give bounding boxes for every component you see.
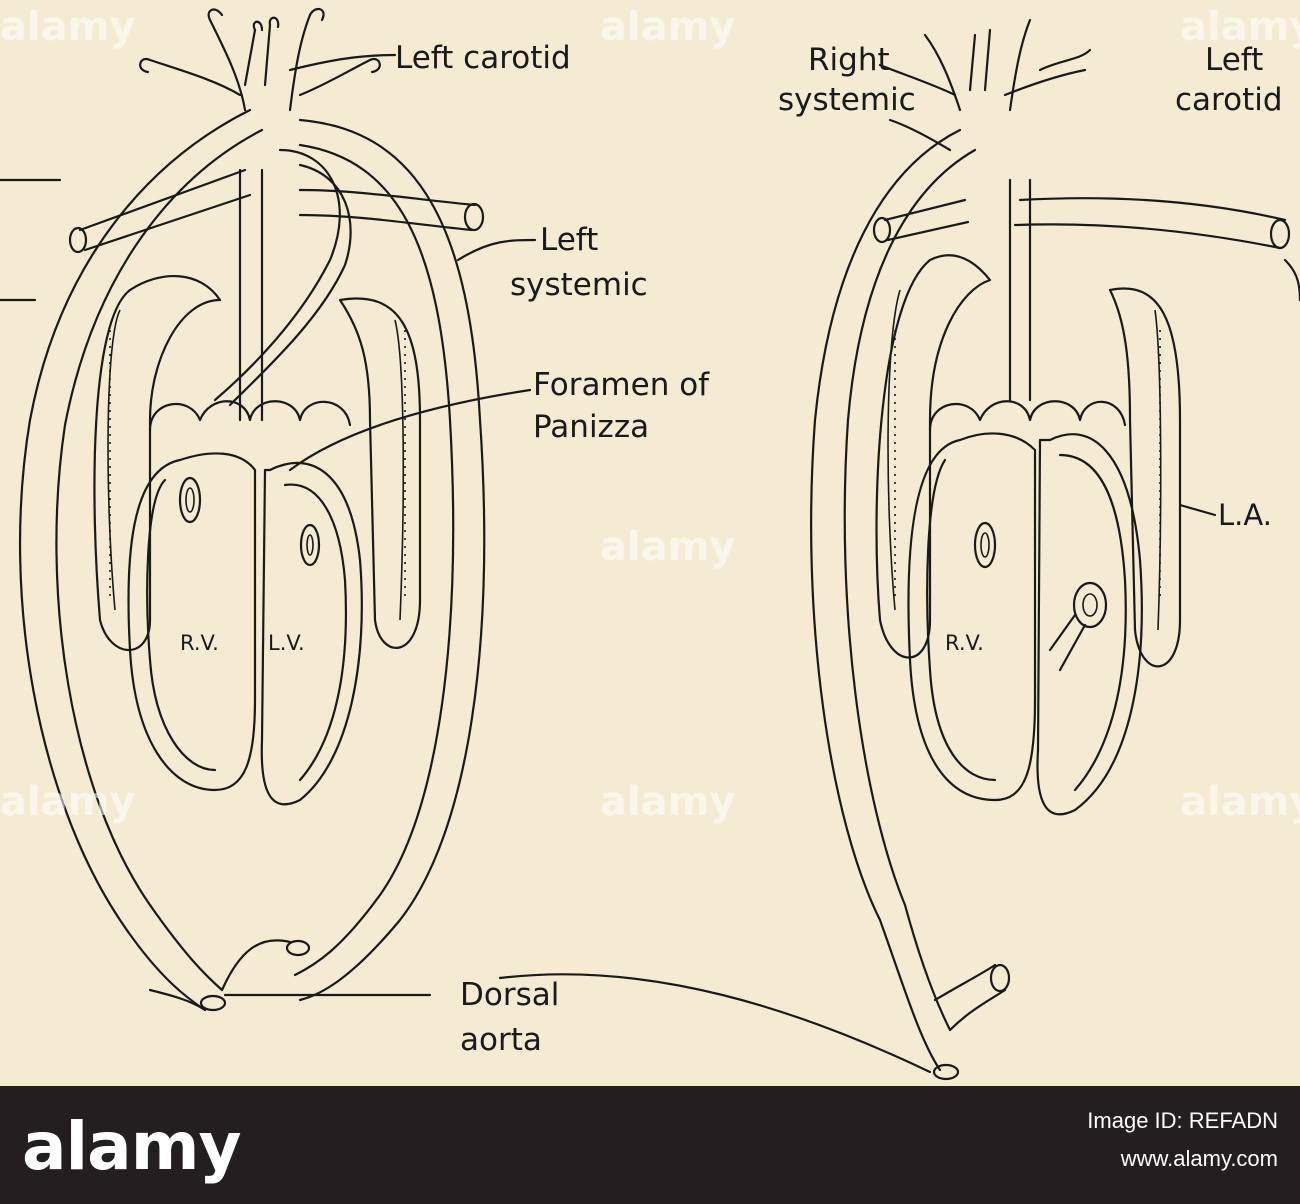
right-ventricle-a [127,452,257,792]
label-right-systemic-line2: systemic [778,82,916,118]
pulmonary-artery-a-right [298,188,477,232]
dorsal-aorta-stub-a [199,994,227,1012]
watermark-text: alamy [1180,4,1300,50]
diagram-canvas: Left carotid Left systemic Foramen of Pa… [0,4,1300,1081]
label-la-b: L.A. [1218,498,1272,532]
label-left-systemic-line1: Left [540,222,598,258]
valve-a-2 [299,523,321,567]
heart-diagram-figure: Left carotid Left systemic Foramen of Pa… [0,4,1300,1081]
right-ventricle-b [907,432,1037,802]
foramen-leader [288,388,532,472]
valve-b-1 [973,521,997,569]
dorsal-aorta-stub-b [932,1063,960,1081]
label-foramen-line2: Panizza [533,409,649,445]
label-right-systemic-line1: Right [808,42,890,78]
right-arch-inner [293,143,455,977]
watermark-text: alamy [1180,779,1300,825]
left-systemic-arch-inner [55,128,264,992]
pulmonary-artery-a-left [78,168,252,252]
right-atrium-a [93,274,222,652]
label-dorsal-line1: Dorsal [460,977,559,1013]
carotid-trunk-a [208,13,312,112]
right-atrium-b [875,254,992,659]
right-arch-outer [298,118,486,1002]
right-systemic-arch-inner [843,148,977,1032]
left-atrium-b [1108,287,1182,668]
watermark-text: alamy [0,4,135,50]
valve-b-2 [1072,581,1108,629]
watermark-text: alamy [600,4,735,50]
watermark-text: alamy [600,779,735,825]
image-id-block: Image ID: REFADN www.alamy.com [1087,1102,1278,1178]
image-id-label: Image ID: REFADN [1087,1108,1278,1133]
label-foramen-line1: Foramen of [533,367,710,403]
label-lv-a: L.V. [268,631,305,655]
site-url: www.alamy.com [1120,1146,1278,1171]
label-rv-b: R.V. [945,631,984,655]
alamy-logo: alamy [22,1108,241,1185]
label-left-carotid-b-line1: Left [1205,42,1263,78]
heart-b [498,18,1300,1081]
watermark-text: alamy [0,779,135,825]
label-left-systemic-line2: systemic [510,267,648,303]
left-atrium-a [338,297,422,649]
left-ventricle-a [260,461,363,806]
left-ventricle-b [1036,433,1143,816]
stock-footer-bar: alamy Image ID: REFADN www.alamy.com [0,1086,1300,1204]
pulmonary-artery-b-left [883,198,970,242]
heart-a [0,7,537,1012]
valve-a-1 [178,476,202,524]
pulmonary-artery-b-right [1013,197,1287,250]
label-left-carotid-b-line2: carotid [1175,82,1283,118]
left-systemic-arch-outer [18,108,252,1012]
label-rv-a: R.V. [180,631,219,655]
label-left-carotid-a: Left carotid [395,40,571,76]
right-systemic-arch-outer [810,128,962,1072]
label-dorsal-line2: aorta [460,1022,542,1058]
watermark-text: alamy [600,524,735,570]
aorta-branch-stub-a [285,939,311,957]
